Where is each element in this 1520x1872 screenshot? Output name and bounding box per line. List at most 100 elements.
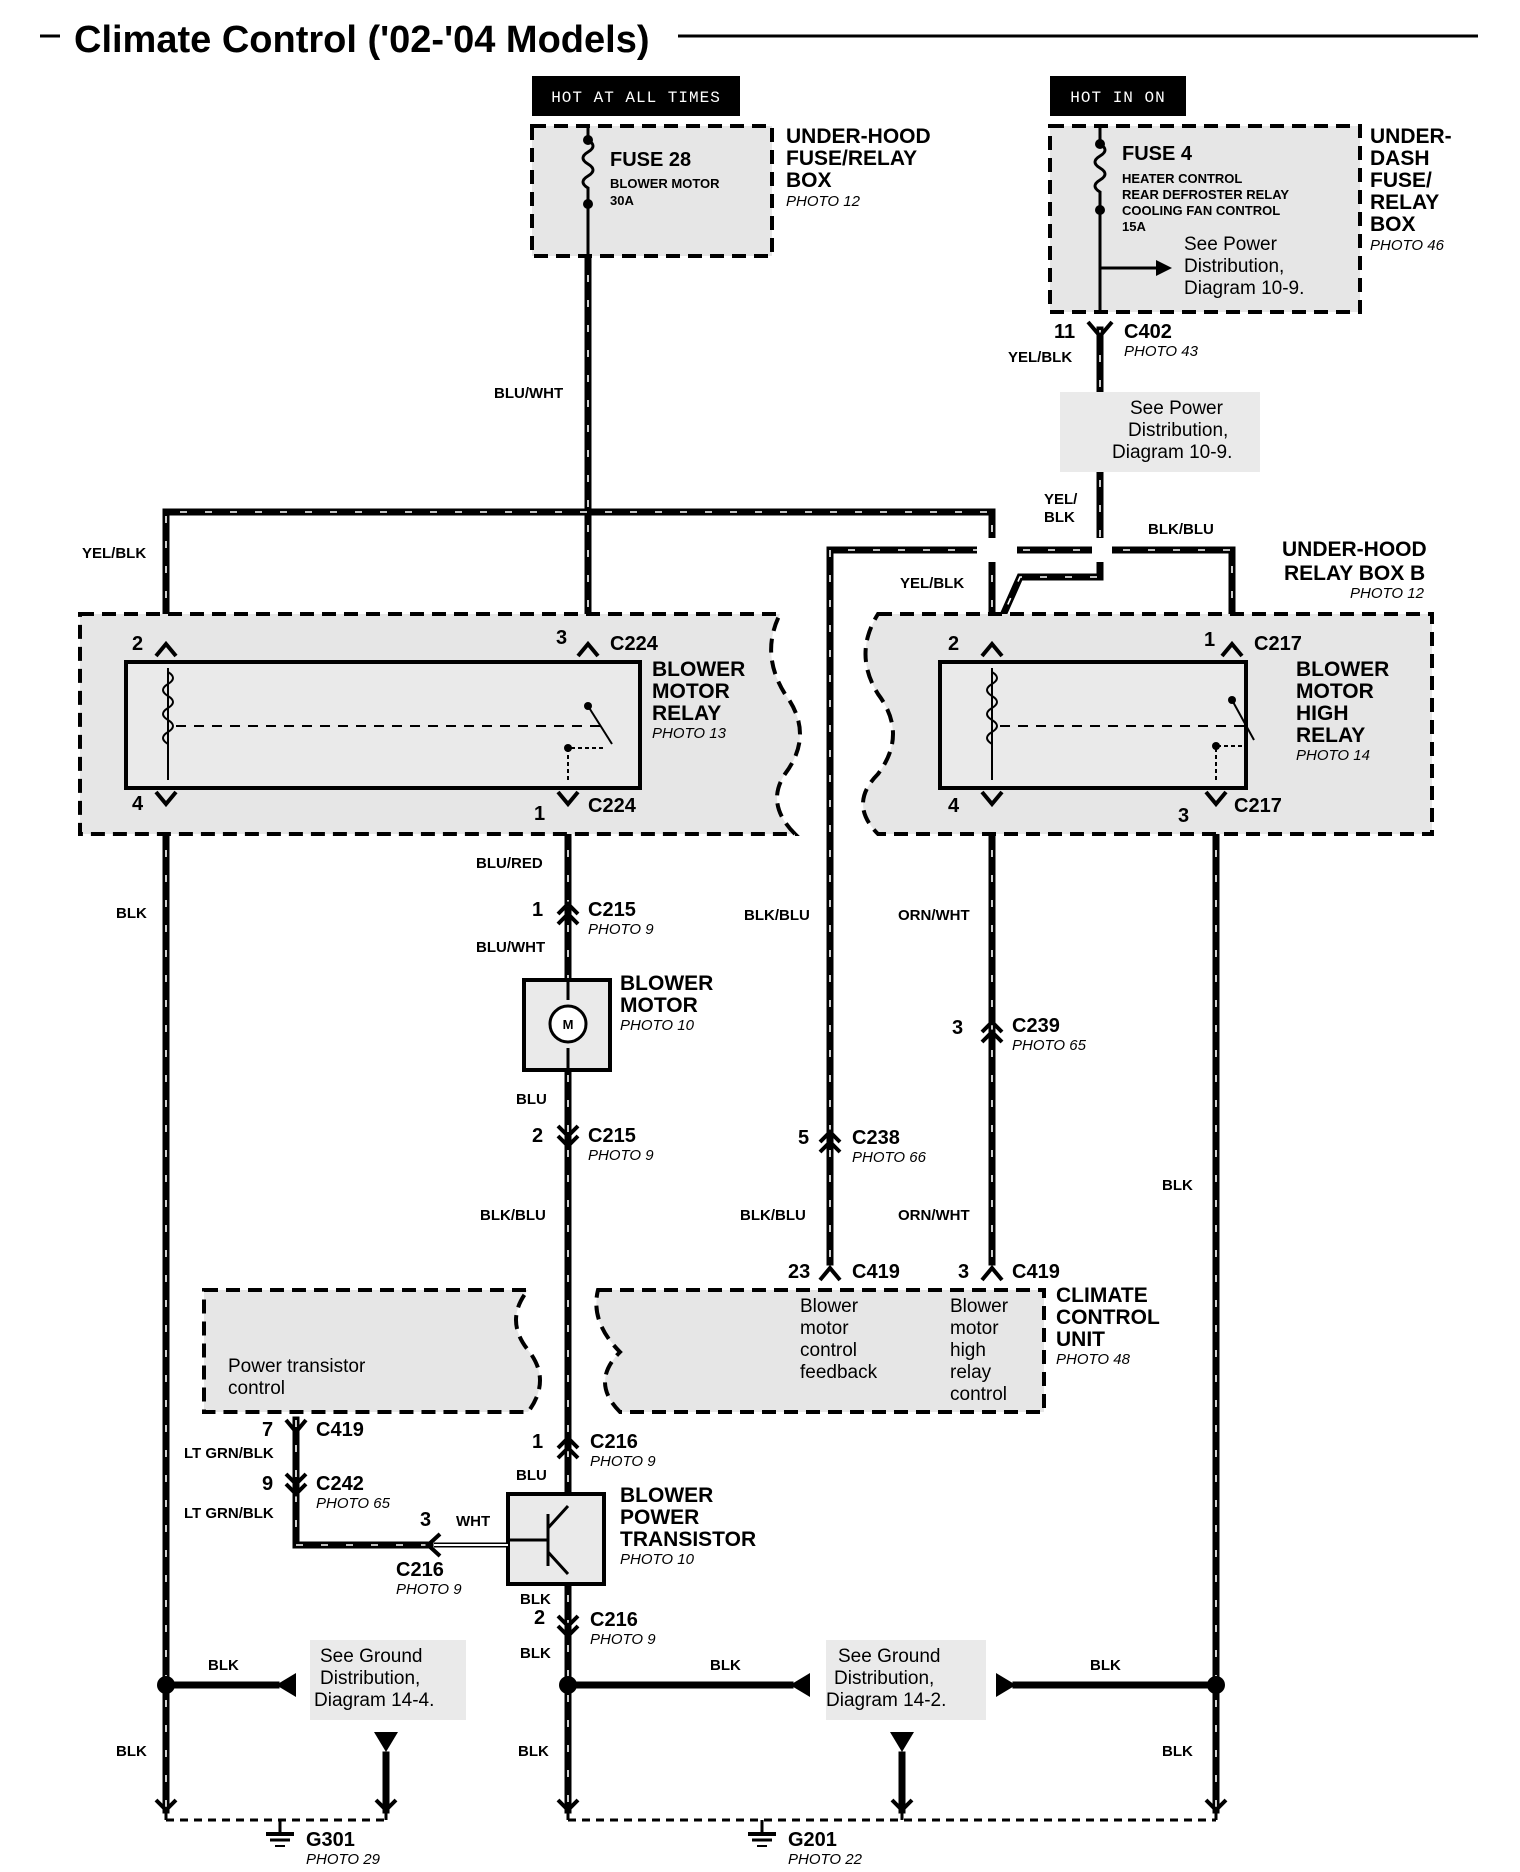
- svg-text:Diagram 10-9.: Diagram 10-9.: [1184, 278, 1304, 299]
- svg-text:Blower: Blower: [950, 1296, 1009, 1317]
- svg-text:RELAY: RELAY: [652, 702, 721, 725]
- svg-text:BLOWER: BLOWER: [620, 972, 713, 995]
- svg-text:BLOWER: BLOWER: [1296, 658, 1389, 681]
- svg-text:23: 23: [788, 1261, 810, 1283]
- svg-text:YEL/BLK: YEL/BLK: [82, 545, 146, 562]
- ground-icon: [266, 1820, 294, 1847]
- svg-text:30A: 30A: [610, 193, 634, 208]
- svg-text:DASH: DASH: [1370, 147, 1430, 170]
- svg-text:BLK: BLK: [518, 1743, 549, 1760]
- svg-text:9: 9: [262, 1473, 273, 1495]
- svg-text:PHOTO 22: PHOTO 22: [788, 1851, 863, 1868]
- climate-control-unit: Blower motor control feedback Blower mot…: [202, 1284, 1160, 1414]
- svg-text:BLU: BLU: [516, 1091, 547, 1108]
- svg-text:PHOTO 9: PHOTO 9: [396, 1581, 462, 1598]
- svg-text:MOTOR: MOTOR: [652, 680, 730, 703]
- svg-text:G201: G201: [788, 1829, 837, 1851]
- connector-c419-23: 23 C419: [788, 1261, 900, 1283]
- svg-text:PHOTO 12: PHOTO 12: [1350, 585, 1425, 602]
- svg-text:3: 3: [420, 1509, 431, 1531]
- svg-text:PHOTO 12: PHOTO 12: [786, 193, 861, 210]
- svg-text:PHOTO 65: PHOTO 65: [1012, 1037, 1087, 1054]
- svg-text:YEL/BLK: YEL/BLK: [1008, 349, 1072, 366]
- svg-text:PHOTO 65: PHOTO 65: [316, 1495, 391, 1512]
- svg-text:C419: C419: [1012, 1261, 1060, 1283]
- connector-c239: 3 C239 PHOTO 65: [952, 1015, 1087, 1054]
- svg-text:motor: motor: [800, 1318, 849, 1339]
- svg-text:FUSE/RELAY: FUSE/RELAY: [786, 147, 917, 170]
- fuse-28-label: FUSE 28: [610, 149, 691, 171]
- svg-text:2: 2: [534, 1607, 545, 1629]
- svg-text:BLK/BLU: BLK/BLU: [480, 1207, 546, 1224]
- svg-text:C419: C419: [852, 1261, 900, 1283]
- svg-text:REAR DEFROSTER RELAY: REAR DEFROSTER RELAY: [1122, 187, 1289, 202]
- svg-text:PHOTO 9: PHOTO 9: [590, 1631, 656, 1648]
- svg-text:FUSE/: FUSE/: [1370, 169, 1432, 192]
- svg-text:1: 1: [534, 803, 545, 825]
- svg-text:control: control: [800, 1340, 857, 1361]
- svg-text:Blower: Blower: [800, 1296, 859, 1317]
- svg-text:BLU: BLU: [516, 1467, 547, 1484]
- blower-motor-relay-box: 2 3 C224 4 1 C224 BLOWER MOTOR RELAY PHO…: [78, 612, 802, 836]
- svg-text:3: 3: [952, 1017, 963, 1039]
- svg-text:5: 5: [798, 1127, 809, 1149]
- svg-text:BLK: BLK: [1090, 1657, 1121, 1674]
- svg-text:HEATER CONTROL: HEATER CONTROL: [1122, 171, 1242, 186]
- svg-text:ORN/WHT: ORN/WHT: [898, 907, 970, 924]
- connector-c238: 5 C238 PHOTO 66: [798, 1127, 927, 1166]
- svg-text:HIGH: HIGH: [1296, 702, 1349, 725]
- svg-text:Distribution,: Distribution,: [1128, 420, 1228, 441]
- connector-c216-1: 1 C216 PHOTO 9: [532, 1431, 656, 1470]
- svg-text:BLK/BLU: BLK/BLU: [740, 1207, 806, 1224]
- svg-text:M: M: [563, 1017, 574, 1032]
- svg-text:3: 3: [556, 627, 567, 649]
- arrow-right-icon: [1156, 260, 1172, 276]
- svg-text:CLIMATE: CLIMATE: [1056, 1284, 1148, 1307]
- svg-text:Diagram 14-2.: Diagram 14-2.: [826, 1690, 946, 1711]
- svg-text:PHOTO 10: PHOTO 10: [620, 1017, 695, 1034]
- svg-text:15A: 15A: [1122, 219, 1146, 234]
- svg-text:C216: C216: [396, 1559, 444, 1581]
- underdash-fuse-relay-box: FUSE 4 HEATER CONTROL REAR DEFROSTER REL…: [1048, 124, 1452, 314]
- svg-text:BLK: BLK: [1162, 1177, 1193, 1194]
- svg-text:COOLING FAN CONTROL: COOLING FAN CONTROL: [1122, 203, 1280, 218]
- svg-text:Distribution,: Distribution,: [320, 1668, 420, 1689]
- fuse-4-label: FUSE 4: [1122, 143, 1193, 165]
- svg-text:C217: C217: [1254, 633, 1302, 655]
- svg-text:3: 3: [1178, 805, 1189, 827]
- svg-text:PHOTO 9: PHOTO 9: [588, 1147, 654, 1164]
- blower-power-transistor: BLOWER POWER TRANSISTOR PHOTO 10: [506, 1484, 756, 1586]
- svg-text:BLK: BLK: [520, 1591, 551, 1608]
- svg-text:RELAY: RELAY: [1296, 724, 1365, 747]
- svg-text:BLK: BLK: [520, 1645, 551, 1662]
- svg-text:See Power: See Power: [1130, 398, 1224, 419]
- svg-text:PHOTO 14: PHOTO 14: [1296, 747, 1370, 764]
- connector-c402: 11 C402 PHOTO 43: [1054, 320, 1199, 360]
- svg-text:C242: C242: [316, 1473, 364, 1495]
- svg-text:LT GRN/BLK: LT GRN/BLK: [184, 1445, 274, 1462]
- svg-text:Distribution,: Distribution,: [1184, 256, 1284, 277]
- svg-text:BLK: BLK: [208, 1657, 239, 1674]
- arrow-right-icon: [996, 1673, 1016, 1697]
- svg-text:control: control: [950, 1384, 1007, 1405]
- ground-section: BLK BLK BLK See Ground Distribution, Dia…: [116, 1640, 1228, 1868]
- svg-text:PHOTO 48: PHOTO 48: [1056, 1351, 1131, 1368]
- svg-text:C224: C224: [610, 633, 659, 655]
- connector-c215-1: 1 C215 PHOTO 9: [532, 899, 654, 938]
- hot-at-all-times-badge: [532, 76, 740, 116]
- svg-text:BLU/WHT: BLU/WHT: [476, 939, 545, 956]
- ground-arrow-icon: [890, 1732, 914, 1752]
- motor-icon: [548, 1004, 588, 1044]
- blower-motor-high-relay-box: 2 1 C217 4 3 C217 BLOWER MOTOR HIGH RELA…: [861, 612, 1434, 836]
- connector-c419-7: 7 C419: [262, 1418, 364, 1441]
- svg-text:TRANSISTOR: TRANSISTOR: [620, 1528, 756, 1551]
- svg-text:11: 11: [1054, 321, 1075, 343]
- svg-text:C238: C238: [852, 1127, 900, 1149]
- svg-text:BLK/BLU: BLK/BLU: [744, 907, 810, 924]
- svg-text:2: 2: [132, 633, 143, 655]
- svg-text:UNDER-HOOD: UNDER-HOOD: [786, 125, 931, 148]
- svg-text:C215: C215: [588, 899, 636, 921]
- svg-text:MOTOR: MOTOR: [1296, 680, 1374, 703]
- svg-text:relay: relay: [950, 1362, 992, 1383]
